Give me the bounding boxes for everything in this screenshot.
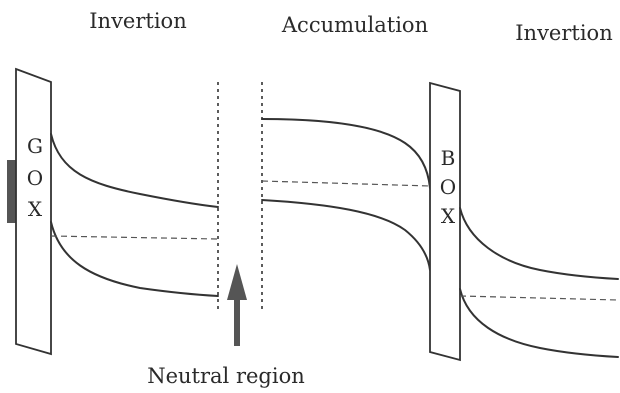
left-fermi-level <box>50 235 219 240</box>
box-letter-o: O <box>440 175 456 199</box>
left-valence-band <box>50 221 219 297</box>
middle-region-label: Accumulation <box>281 13 428 37</box>
gox-letter-x: X <box>28 197 43 221</box>
right-fermi-level <box>459 295 619 301</box>
right-region-label: Invertion <box>515 21 612 45</box>
buried-oxide-layer <box>429 81 461 362</box>
neutral-arrow-head <box>227 264 247 300</box>
middle-valence-band <box>261 199 431 271</box>
neutral-region-label: Neutral region <box>147 364 305 388</box>
gox-letter-o: O <box>27 166 43 190</box>
neutral-arrow-shaft <box>234 298 240 346</box>
left-region-label: Invertion <box>89 9 186 33</box>
left-conduction-band <box>50 133 219 208</box>
middle-conduction-band <box>261 118 431 189</box>
box-letter-x: X <box>441 204 456 228</box>
gox-letter-g: G <box>27 134 43 158</box>
gate-contact <box>7 160 18 223</box>
gate-oxide-layer <box>15 67 52 356</box>
right-valence-band <box>459 288 619 358</box>
right-conduction-band <box>459 207 619 280</box>
box-letter-b: B <box>441 146 456 170</box>
middle-fermi-level <box>261 180 431 187</box>
